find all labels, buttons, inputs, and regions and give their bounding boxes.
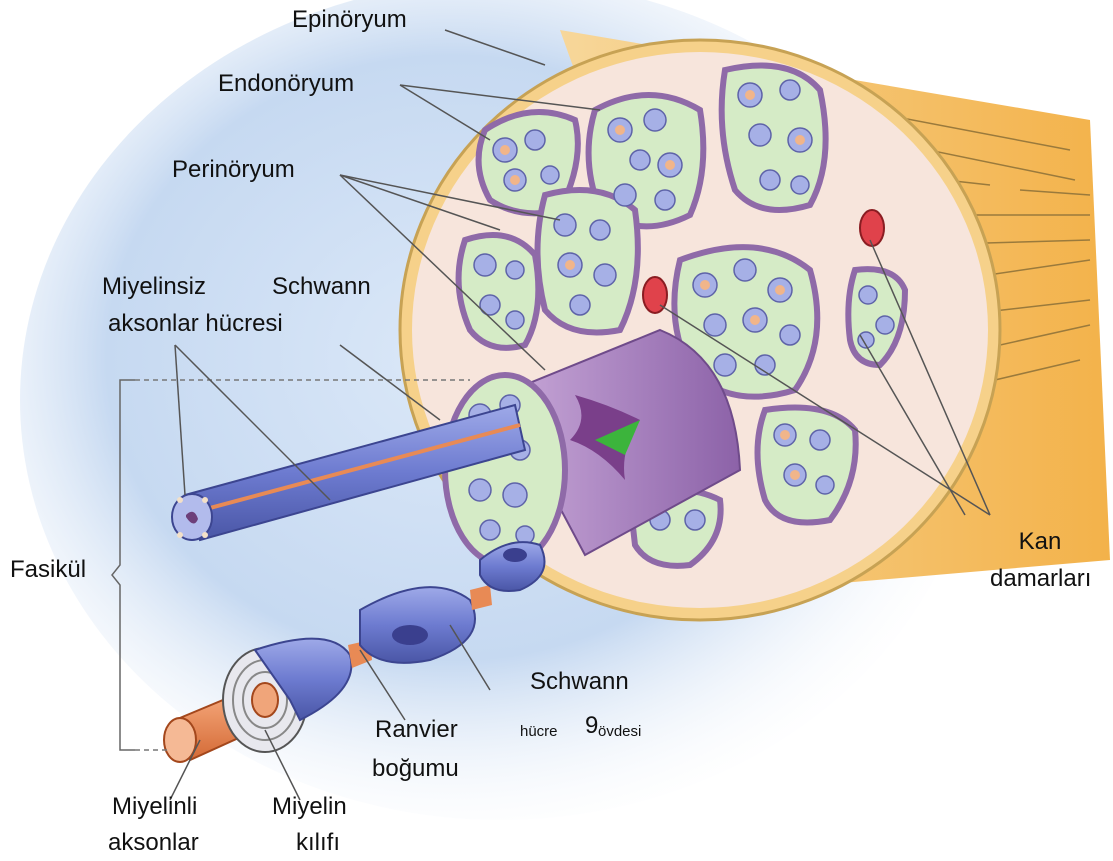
- fascicle-label: Fasikül: [10, 556, 86, 584]
- ranvier-label-line2: boğumu: [372, 755, 459, 783]
- perineurium-label: Perinöryum: [172, 156, 295, 184]
- schwann-top-label: Schwann: [272, 273, 371, 301]
- epineurium-label: Epinöryum: [292, 6, 407, 34]
- schwann-body-small-label: övdesi: [598, 718, 641, 746]
- myelinated-label-line2: aksonlar: [108, 829, 199, 857]
- blood-vessels-label-line1: Kan: [1005, 528, 1075, 556]
- blood-vessels-label-line2: damarları: [990, 565, 1091, 593]
- schwann-g-glyph: 9: [585, 712, 598, 740]
- schwann-body-label: Schwann: [530, 668, 629, 696]
- myelin-sheath-label-line2: kılıfı: [296, 829, 340, 857]
- unmyelinated-label-line1: Miyelinsiz: [102, 273, 206, 301]
- myelinated-label-line1: Miyelinli: [112, 793, 197, 821]
- ranvier-label-line1: Ranvier: [375, 716, 458, 744]
- schwann-cell-small-label: hücre: [520, 718, 558, 746]
- endoneurium-label: Endonöryum: [218, 70, 354, 98]
- unmyelinated-label-line2: aksonlar hücresi: [108, 310, 283, 338]
- myelin-sheath-label-line1: Miyelin: [272, 793, 347, 821]
